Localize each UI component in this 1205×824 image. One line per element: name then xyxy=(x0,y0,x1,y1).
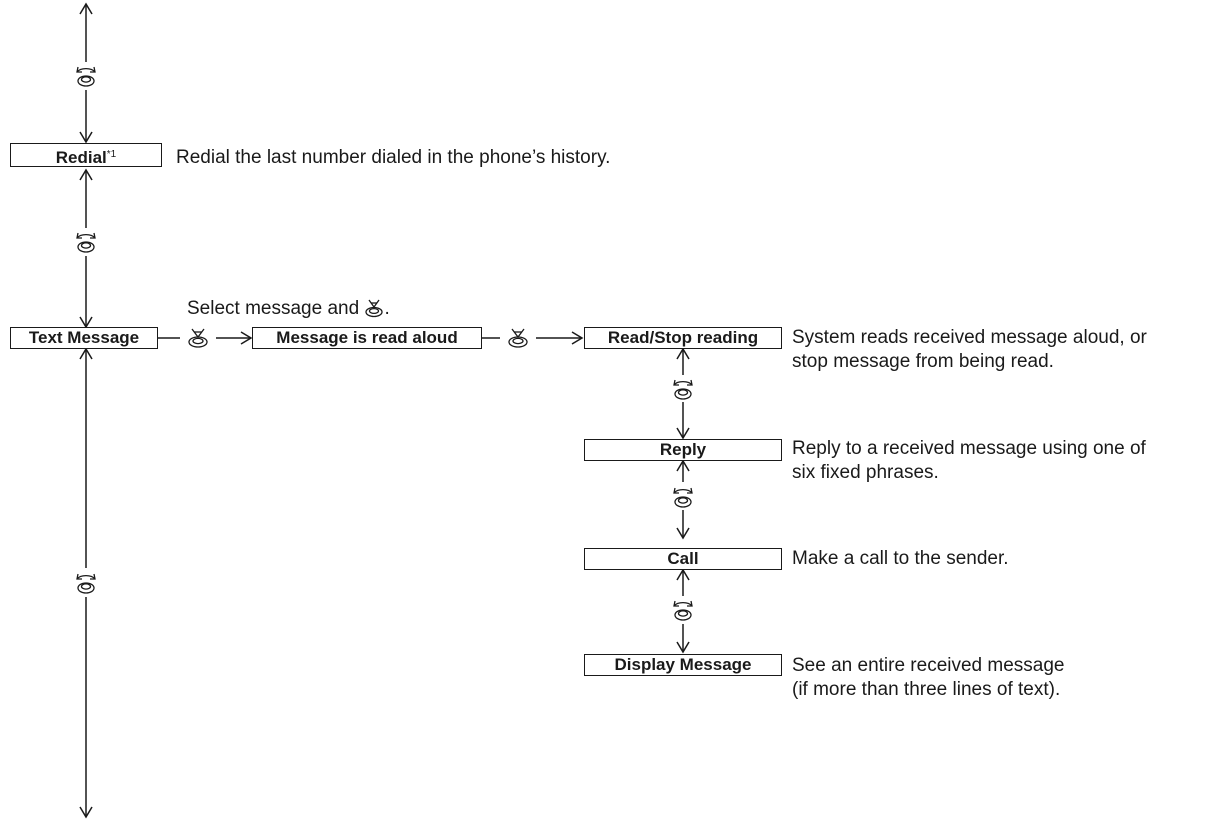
read-stop-description-line-2: stop message from being read. xyxy=(792,351,1054,372)
rotate-dial-icon xyxy=(671,484,695,510)
reply-node[interactable]: Reply xyxy=(584,439,782,461)
arrowhead-up-top xyxy=(79,2,93,15)
reply-description-line-1: Reply to a received message using one of xyxy=(792,438,1146,459)
reply-description-line-2: six fixed phrases. xyxy=(792,462,939,483)
read-stop-node[interactable]: Read/Stop reading xyxy=(584,327,782,349)
read-stop-description-line-1: System reads received message aloud, or xyxy=(792,327,1147,348)
read-stop-description: System reads received message aloud, or … xyxy=(792,326,1147,374)
select-instruction-text: Select message and xyxy=(187,298,360,319)
arrowhead-down-branch-2 xyxy=(676,427,690,440)
arrowhead-down-bottom xyxy=(79,806,93,819)
select-instruction-period: . xyxy=(384,298,390,319)
display-message-description: See an entire received message (if more … xyxy=(792,654,1065,702)
reply-label: Reply xyxy=(659,440,707,459)
rotate-dial-icon xyxy=(74,229,98,255)
arrowhead-up-branch-3 xyxy=(676,459,690,472)
press-dial-icon xyxy=(186,327,210,349)
display-message-description-line-2: (if more than three lines of text). xyxy=(792,679,1061,700)
redial-footnote-marker: *1 xyxy=(106,149,117,160)
rotate-dial-icon xyxy=(671,376,695,402)
text-message-node[interactable]: Text Message xyxy=(10,327,158,349)
arrowhead-right-2 xyxy=(571,331,584,345)
display-message-description-line-1: See an entire received message xyxy=(792,655,1065,676)
read-stop-label: Read/Stop reading xyxy=(607,328,759,347)
reply-description: Reply to a received message using one of… xyxy=(792,437,1146,485)
press-dial-icon xyxy=(506,327,530,349)
arrowhead-down-redial xyxy=(79,131,93,144)
message-read-aloud-node[interactable]: Message is read aloud xyxy=(252,327,482,349)
display-message-node[interactable]: Display Message xyxy=(584,654,782,676)
arrowhead-down-branch-6 xyxy=(676,641,690,654)
arrowhead-up-branch-1 xyxy=(676,347,690,360)
call-description: Make a call to the sender. xyxy=(792,548,1009,569)
call-label: Call xyxy=(667,549,699,568)
message-read-aloud-label: Message is read aloud xyxy=(276,328,458,347)
redial-label: Redial xyxy=(55,148,107,167)
rotate-dial-icon xyxy=(74,570,98,596)
arrowhead-right-1 xyxy=(240,331,253,345)
arrowhead-up-redial xyxy=(79,168,93,181)
rotate-dial-icon xyxy=(671,597,695,623)
select-press-icon xyxy=(364,298,384,318)
arrowhead-down-branch-4 xyxy=(676,527,690,540)
display-message-label: Display Message xyxy=(614,655,752,674)
call-node[interactable]: Call xyxy=(584,548,782,570)
text-message-label: Text Message xyxy=(28,328,140,347)
arrowhead-up-branch-5 xyxy=(676,568,690,581)
redial-node[interactable]: Redial*1 xyxy=(10,143,162,167)
arrowhead-up-text xyxy=(79,347,93,360)
select-instruction: Select message and . xyxy=(187,297,390,321)
redial-description: Redial the last number dialed in the pho… xyxy=(176,147,611,168)
rotate-dial-icon xyxy=(74,63,98,89)
